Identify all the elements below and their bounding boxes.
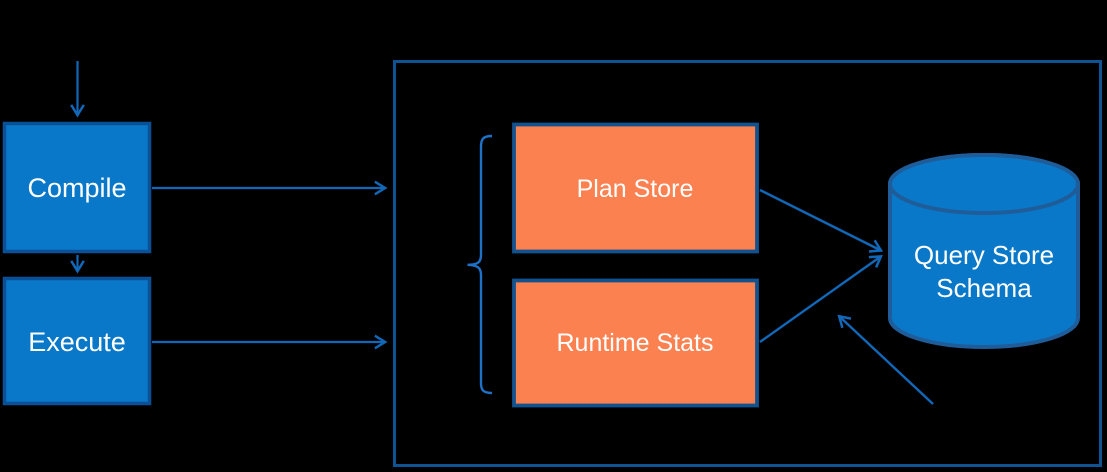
- query-store-container-box: [393, 60, 1102, 467]
- compile-label: Compile: [27, 173, 126, 203]
- async-write-arrow: [840, 317, 934, 405]
- query-store-schema-label-line1: Query Store: [914, 240, 1054, 270]
- grouping-brace: [467, 134, 493, 395]
- compile-node: Compile: [2, 121, 152, 254]
- plan-store-label: Plan Store: [577, 175, 694, 203]
- query-store-schema-label-line2: Schema: [936, 273, 1032, 303]
- runtime-stats-box: [512, 278, 759, 408]
- plan-store-box: [512, 122, 759, 254]
- cylinder-top: [888, 153, 1080, 215]
- runtime-stats-node: Runtime Stats: [512, 278, 759, 408]
- execute-node: Execute: [2, 276, 152, 406]
- plan-store-node: Plan Store: [512, 122, 759, 254]
- plan-store-to-schema-arrow: [759, 188, 880, 250]
- query-store-schema-cylinder: Query Store Schema: [888, 153, 1080, 349]
- runtime-stats-to-schema-arrow: [759, 257, 880, 343]
- runtime-stats-label: Runtime Stats: [556, 329, 713, 357]
- compile-box: [2, 121, 152, 254]
- execute-box: [2, 276, 152, 406]
- execute-label: Execute: [28, 327, 126, 357]
